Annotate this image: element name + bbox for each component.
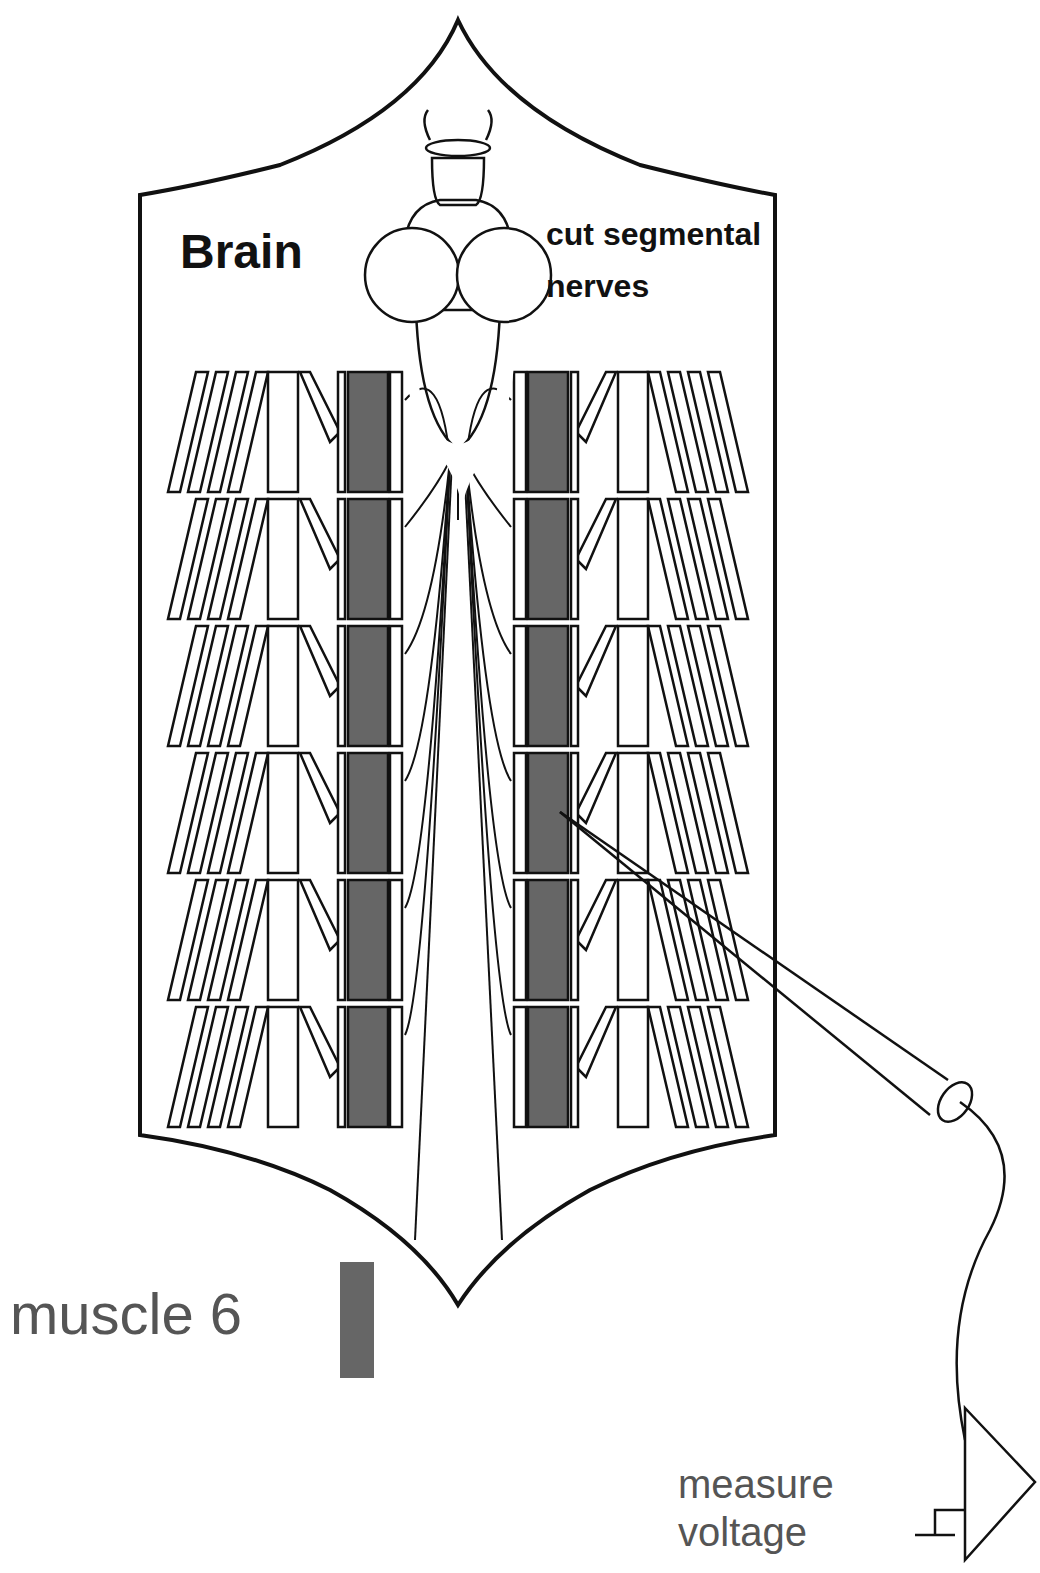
fillet-outline (140, 20, 775, 1305)
segmental-nerves (405, 389, 511, 1240)
legend-text: muscle 6 (10, 1282, 242, 1346)
cut-label: cut segmental nerves (546, 208, 778, 312)
cut-region (400, 350, 515, 505)
brain-and-head (365, 110, 551, 450)
brain-label: Brain (180, 226, 303, 279)
measure-label: measure voltage (678, 1460, 893, 1556)
electrode (560, 812, 1035, 1560)
legend-swatch (340, 1262, 374, 1378)
